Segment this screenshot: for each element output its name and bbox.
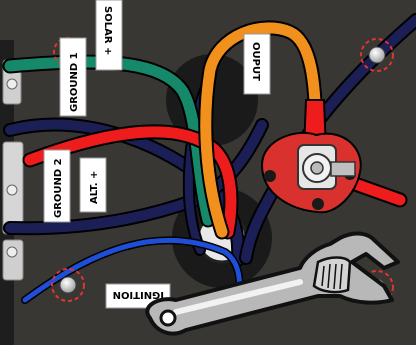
- svg-text:GROUND 1: GROUND 1: [69, 52, 80, 112]
- blue-ignition-wire: [21, 236, 244, 304]
- wrench-icon: [145, 231, 400, 336]
- label-ground1: GROUND 1: [59, 37, 87, 117]
- svg-text:OUPUT: OUPUT: [250, 42, 261, 81]
- svg-text:SOLAR +: SOLAR +: [102, 6, 113, 55]
- label-output: OUPUT: [243, 33, 271, 95]
- terminal-post-icon: [260, 99, 362, 214]
- svg-text:ALT. +: ALT. +: [89, 171, 100, 204]
- label-alt: ALT. +: [79, 157, 107, 213]
- label-solar: SOLAR +: [95, 0, 123, 71]
- label-ground2: GROUND 2: [43, 149, 71, 223]
- orange-wire: [198, 20, 324, 240]
- svg-text:IGNITION: IGNITION: [113, 289, 164, 300]
- svg-text:GROUND 2: GROUND 2: [53, 158, 64, 218]
